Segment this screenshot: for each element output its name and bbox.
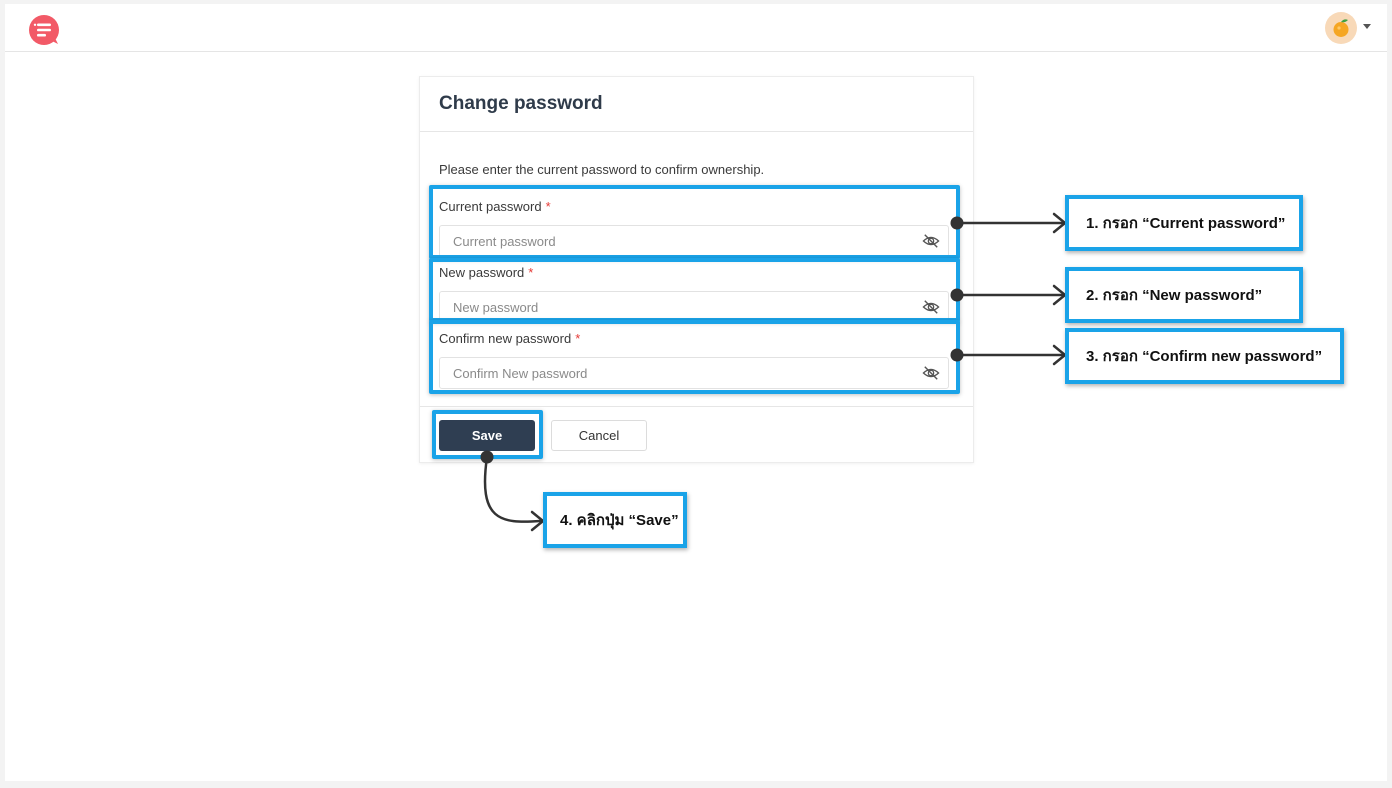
intro-text: Please enter the current password to con…: [439, 162, 765, 177]
callout-step-3: 3. กรอก “Confirm new password”: [1065, 328, 1344, 384]
caret-down-icon[interactable]: [1363, 24, 1371, 29]
current-password-input[interactable]: [440, 226, 910, 256]
required-mark: *: [575, 331, 581, 346]
callout-step-2: 2. กรอก “New password”: [1065, 267, 1303, 323]
cancel-button[interactable]: Cancel: [551, 420, 647, 451]
new-password-field-wrapper: [439, 291, 949, 323]
callout-step-4: 4. คลิกปุ่ม “Save”: [543, 492, 687, 548]
top-bar: [5, 4, 1387, 52]
current-password-label: Current password*: [439, 199, 551, 214]
callout-step-1: 1. กรอก “Current password”: [1065, 195, 1303, 251]
avatar[interactable]: [1325, 12, 1357, 44]
new-password-input[interactable]: [440, 292, 910, 322]
eye-slash-icon[interactable]: [922, 365, 940, 381]
page-title: Change password: [439, 93, 603, 114]
confirm-password-input[interactable]: [440, 358, 910, 388]
required-mark: *: [528, 265, 534, 280]
eye-slash-icon[interactable]: [922, 299, 940, 315]
required-mark: *: [545, 199, 551, 214]
confirm-password-field-wrapper: [439, 357, 949, 389]
header-divider: [420, 131, 973, 132]
eye-slash-icon[interactable]: [922, 233, 940, 249]
current-password-field-wrapper: [439, 225, 949, 257]
orange-fruit-avatar-icon: [1333, 19, 1349, 37]
chat-list-logo-icon[interactable]: [28, 14, 60, 46]
confirm-password-label: Confirm new password*: [439, 331, 581, 346]
save-button[interactable]: Save: [439, 420, 535, 451]
new-password-label: New password*: [439, 265, 534, 280]
footer-divider: [420, 406, 973, 407]
change-password-card: Change password Please enter the current…: [419, 76, 974, 463]
